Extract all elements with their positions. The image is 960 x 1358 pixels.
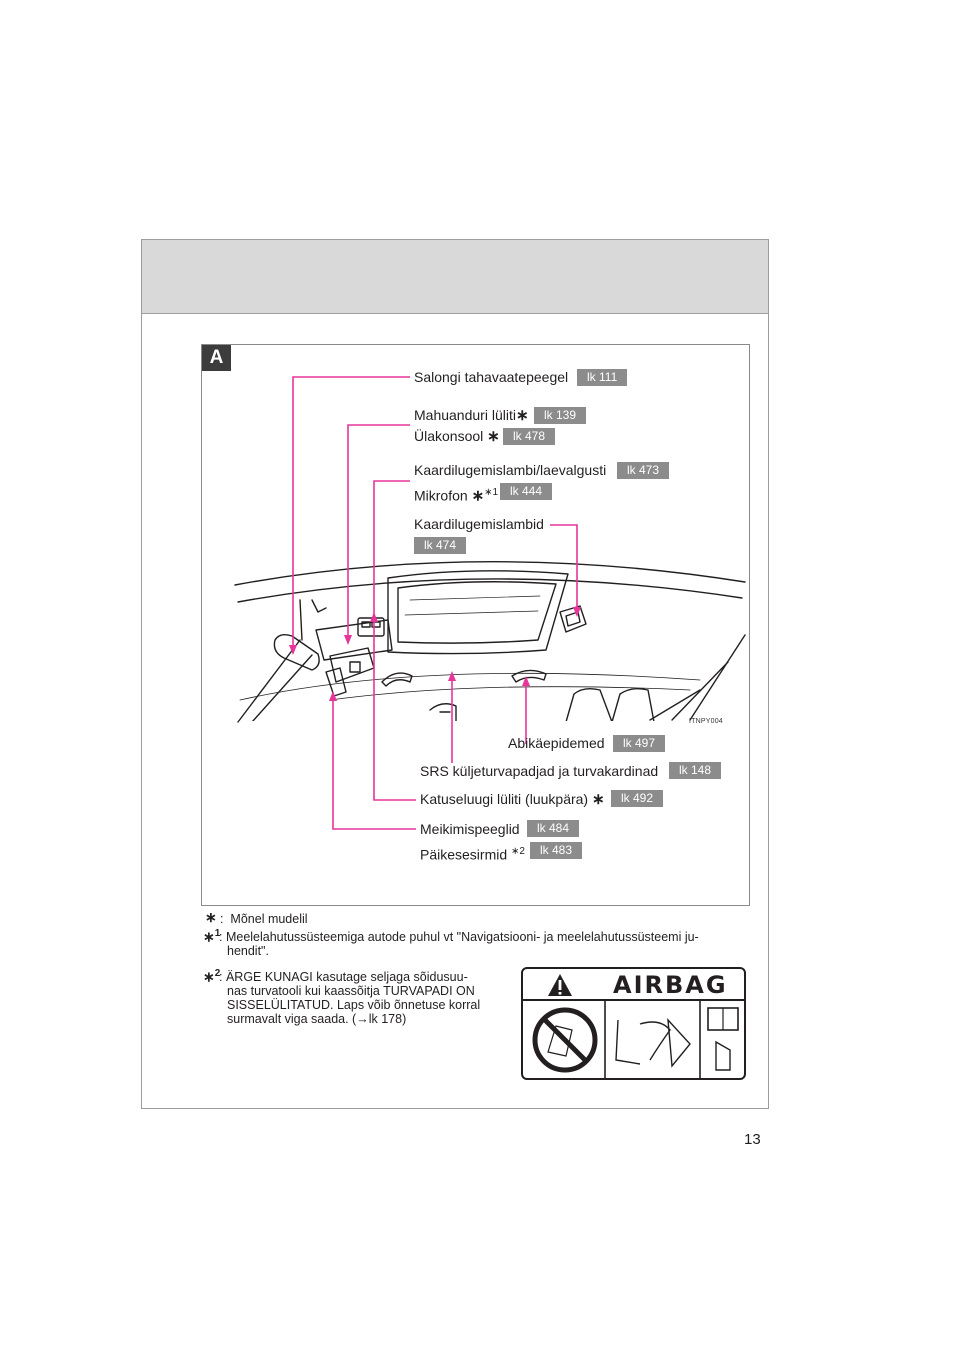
- page-frame: [141, 239, 769, 1109]
- leader-console: [347, 424, 410, 641]
- label-vanity-mirrors: Meikimispeeglid: [420, 821, 520, 837]
- roof-edge-inner: [237, 578, 743, 603]
- image-code: ITNPY004: [689, 718, 723, 725]
- label-map-lamps: Kaardilugemislambid: [414, 516, 544, 532]
- airbag-title-bar: AIRBAG: [523, 969, 744, 1001]
- ref-map-lamps[interactable]: lk 474: [414, 537, 467, 554]
- sunroof-inner: [397, 581, 557, 644]
- label-map-lamp: Kaardilugemislambi/laevalgusti: [414, 462, 607, 478]
- airbag-word: AIRBAG: [613, 971, 728, 999]
- label-intrusion-switch: Mahuanduri lüliti∗: [414, 407, 529, 424]
- airbag-warning-label: AIRBAG: [521, 967, 746, 1080]
- label-moonroof-switch: Katuseluugi lüliti (luukpära) ∗: [420, 791, 605, 808]
- ref-grab-handles[interactable]: lk 497: [613, 735, 666, 752]
- label-rear-mirror: Salongi tahavaatepeegel: [414, 369, 569, 385]
- ref-moonroof-switch[interactable]: lk 492: [611, 790, 664, 807]
- overhead-console-shape: [315, 619, 393, 661]
- leader-map-lamps: [550, 524, 578, 613]
- figure-tag: A: [202, 345, 231, 371]
- ref-sun-visors[interactable]: lk 483: [530, 842, 583, 859]
- header-band: [142, 240, 768, 314]
- sunroof-outline: [387, 570, 569, 655]
- ref-intrusion-switch[interactable]: lk 139: [534, 407, 587, 424]
- rear-view-mirror-shape: [273, 633, 320, 671]
- label-grab-handles: Abikäepidemed: [508, 735, 605, 751]
- label-microphone: Mikrofon ∗∗1: [414, 487, 499, 505]
- page-number: 13: [744, 1131, 761, 1148]
- ref-rear-mirror[interactable]: lk 111: [577, 369, 628, 386]
- ref-map-lamp[interactable]: lk 473: [617, 462, 670, 479]
- map-lamp-shape: [559, 605, 587, 633]
- ref-overhead-console[interactable]: lk 478: [503, 428, 556, 445]
- grab-handle-right: [511, 669, 547, 683]
- airbag-pictograms: [532, 1001, 739, 1078]
- grab-handle-left: [381, 672, 413, 687]
- ref-vanity-mirrors[interactable]: lk 484: [527, 820, 580, 837]
- leader-rear-mirror: [292, 376, 410, 651]
- roof-edge-outer: [234, 561, 746, 586]
- leader-moonroof: [373, 480, 416, 801]
- warning-triangle-icon: [548, 974, 572, 996]
- label-sun-visors: Päikesesirmid ∗2: [420, 846, 525, 863]
- ref-microphone[interactable]: lk 444: [500, 483, 553, 500]
- label-srs-airbags: SRS küljeturvapadjad ja turvakardinad: [420, 763, 659, 779]
- ref-srs-airbags[interactable]: lk 148: [669, 762, 722, 779]
- label-overhead-console: Ülakonsool ∗: [414, 428, 500, 445]
- leader-visor: [332, 695, 416, 830]
